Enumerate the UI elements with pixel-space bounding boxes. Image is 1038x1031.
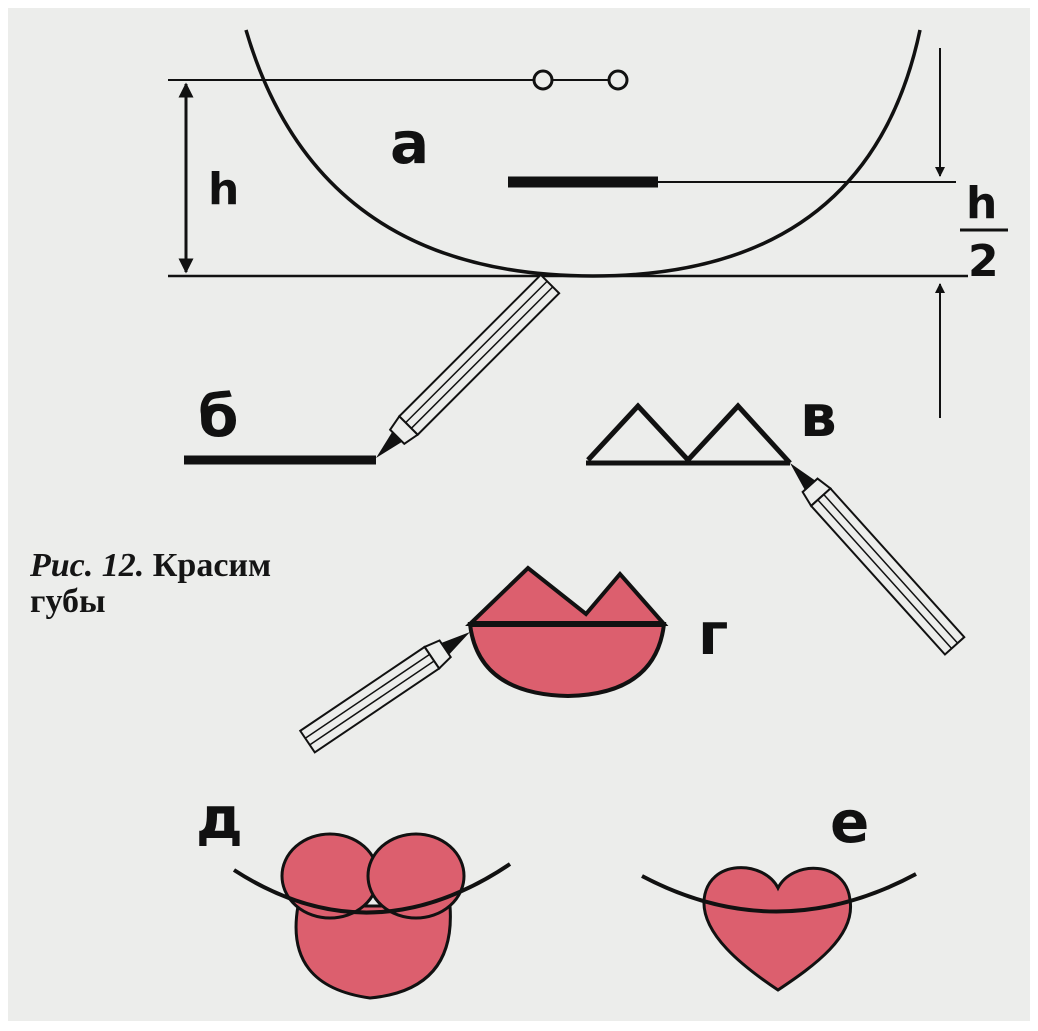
half-height-numerator: h — [966, 178, 997, 229]
panel-label-g: г — [698, 600, 728, 668]
mouth-line-e — [641, 872, 917, 914]
pencil-icon — [790, 463, 966, 656]
panel-b-line-stroke: б — [184, 273, 561, 465]
panel-label-a: а — [390, 109, 429, 177]
panel-d-full-lips: д — [196, 784, 512, 1000]
half-height-denominator: 2 — [968, 236, 999, 287]
figure-caption: Рис. 12. Красим губы — [30, 548, 271, 620]
panel-label-d: д — [196, 784, 243, 852]
panel-v-triangles: в — [586, 382, 966, 656]
panel-e-small-lips: е — [641, 788, 917, 992]
lip-drawing-figure: h h 2 а б в — [8, 8, 1030, 1021]
upper-lip-left-d — [280, 832, 380, 920]
diagram-canvas: h h 2 а б в — [168, 29, 1008, 1000]
upper-lip-right-d — [366, 832, 466, 920]
reference-point-left — [532, 69, 554, 91]
panel-label-b: б — [198, 382, 239, 450]
panel-label-e: е — [830, 788, 869, 856]
heart-lips-e — [702, 866, 853, 992]
u-curve — [244, 29, 922, 278]
mouth-line-d — [232, 862, 512, 915]
caption-line-1: Рис. 12. Красим — [30, 548, 271, 584]
height-label: h — [208, 164, 239, 215]
lower-lip-d — [294, 904, 452, 1000]
pencil-icon — [298, 632, 470, 754]
upper-lip-fill — [465, 565, 669, 626]
pencil-icon — [376, 273, 561, 458]
figure-number: Рис. 12. — [30, 547, 145, 584]
reference-point-right — [607, 69, 629, 91]
panel-label-v: в — [800, 382, 837, 450]
caption-title: Красим — [152, 547, 272, 584]
caption-line-2: губы — [30, 583, 106, 620]
upper-lip-outline — [586, 402, 792, 466]
panel-g-filled-lips: г — [298, 565, 728, 754]
panel-a-construction: h h 2 а — [168, 29, 1008, 418]
lower-lip-fill — [467, 622, 667, 699]
